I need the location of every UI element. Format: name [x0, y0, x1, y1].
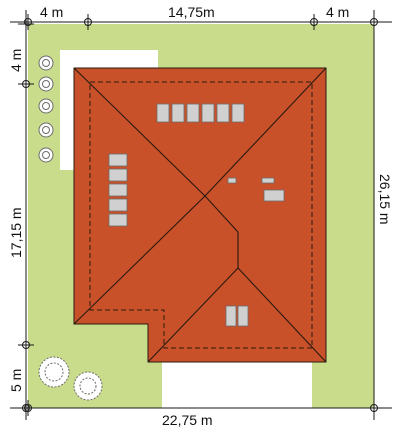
dimension-line-left	[18, 10, 34, 420]
dimension-bottom: 22,75 m	[162, 412, 213, 428]
dimension-left-top: 4 m	[8, 49, 24, 72]
roof-window-icon	[108, 153, 128, 227]
dimension-top-middle: 14,75m	[168, 4, 215, 20]
dimension-line-bottom	[10, 400, 392, 416]
roof-eave-line	[89, 81, 313, 349]
dimension-top-left: 4 m	[40, 4, 63, 20]
shrub-icon	[38, 356, 103, 401]
roof-window-icon	[156, 103, 245, 123]
dimension-right: 26,15 m	[377, 174, 393, 225]
dimension-left-bottom: 5 m	[8, 369, 24, 392]
chimney-icon	[227, 177, 285, 202]
dimension-top-right: 4 m	[326, 4, 349, 20]
shrub-icon	[38, 55, 54, 163]
paved-area-bottom	[162, 356, 312, 408]
roof-window-icon	[225, 305, 249, 327]
roof-ridge-lines	[73, 67, 327, 363]
dimension-left-middle: 17,15 m	[8, 207, 24, 258]
